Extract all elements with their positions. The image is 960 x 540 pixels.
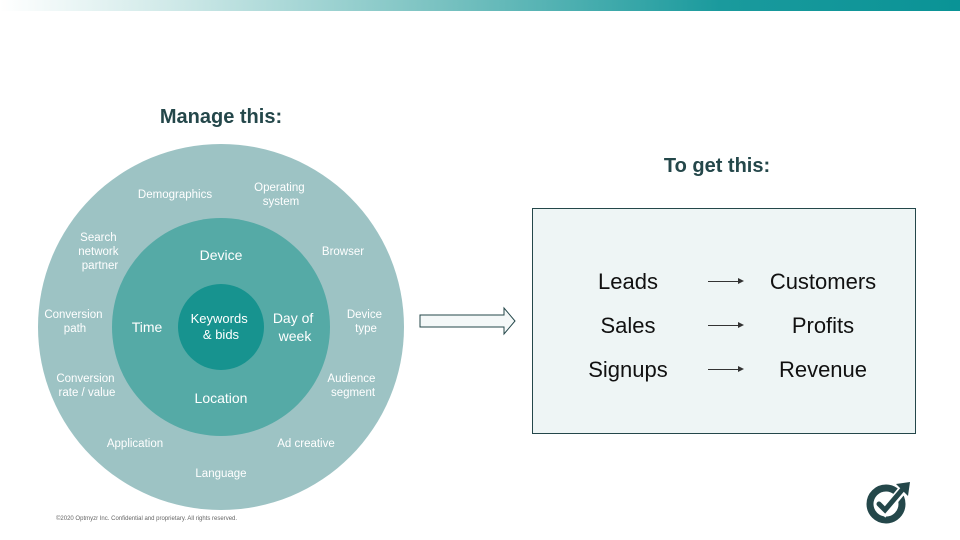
label-language: Language — [195, 468, 246, 480]
label-device: Device — [200, 247, 243, 263]
result-to: Customers — [769, 269, 877, 294]
small-arrow-icon — [708, 366, 744, 372]
label-device-type: Device type — [347, 309, 385, 335]
get-heading: To get this: — [663, 155, 771, 177]
label-day-of-week: Day of week — [273, 310, 317, 344]
top-accent-bar — [0, 0, 960, 11]
manage-heading: Manage this: — [159, 106, 283, 128]
label-time: Time — [132, 319, 163, 335]
label-audience-segment: Audience segment — [327, 373, 378, 399]
optmyzr-logo-icon — [866, 482, 910, 524]
label-demographics: Demographics — [138, 189, 212, 201]
results-box: Leads Customers Sales Profits Signups Re… — [532, 208, 916, 434]
right-arrow-icon — [419, 306, 516, 336]
label-application: Application — [107, 438, 163, 450]
label-browser: Browser — [322, 246, 364, 258]
small-arrow-icon — [708, 278, 744, 284]
result-from: Leads — [598, 269, 658, 294]
label-conversion-rate: Conversion rate / value — [56, 373, 117, 399]
label-conversion-path: Conversion path — [44, 309, 105, 335]
result-to: Profits — [791, 313, 855, 338]
label-ad-creative: Ad creative — [277, 438, 335, 450]
result-from: Sales — [600, 313, 656, 338]
label-search-network-partner: Search network partner — [78, 232, 121, 272]
label-operating-system: Operating system — [254, 182, 308, 208]
small-arrow-icon — [708, 322, 744, 328]
result-to: Revenue — [778, 357, 868, 382]
result-row: Leads Customers — [533, 267, 915, 297]
copyright-footer: ©2020 Optmyzr Inc. Confidential and prop… — [56, 516, 238, 522]
result-row: Sales Profits — [533, 311, 915, 341]
result-row: Signups Revenue — [533, 355, 915, 385]
label-keywords-bids: Keywords & bids — [191, 311, 252, 342]
result-from: Signups — [588, 357, 668, 382]
label-location: Location — [195, 390, 248, 406]
core-circle — [178, 284, 264, 370]
